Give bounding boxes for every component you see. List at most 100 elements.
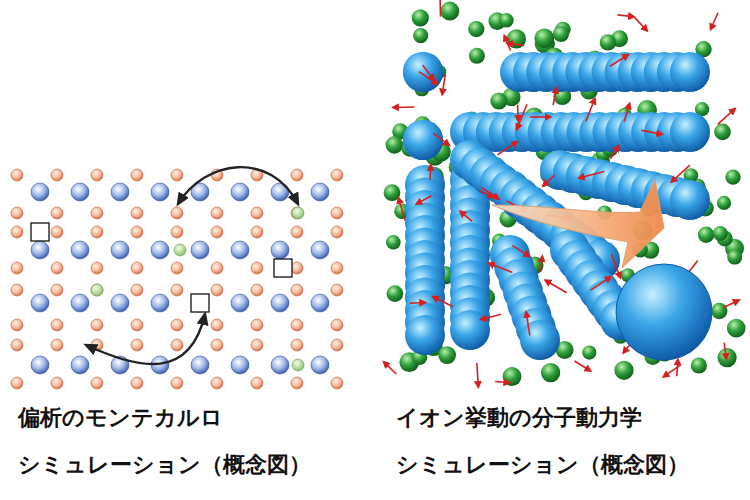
host-atom — [151, 183, 169, 201]
velocity-arrow — [442, 74, 445, 95]
solute-atom — [291, 377, 303, 389]
small-ion — [507, 29, 526, 48]
solute-atom — [91, 262, 103, 274]
solute-atom — [91, 169, 103, 181]
small-ion — [727, 319, 746, 338]
solute-atom — [251, 339, 263, 351]
small-ion — [387, 285, 404, 302]
vacancy — [274, 259, 292, 277]
solute-atom — [11, 207, 23, 219]
solute-atom — [11, 169, 23, 181]
solute-atom — [11, 377, 23, 389]
small-ion — [614, 361, 633, 380]
vacancy — [191, 294, 209, 312]
solute-atom — [291, 169, 303, 181]
velocity-arrow — [545, 280, 567, 292]
solute-atom — [171, 207, 183, 219]
velocity-arrow — [517, 104, 527, 129]
large-ion — [670, 52, 710, 92]
small-ion — [412, 9, 429, 26]
host-atom — [71, 356, 89, 374]
velocity-arrow — [512, 245, 529, 256]
zoom-arrow — [492, 180, 664, 268]
solute-atom — [331, 377, 343, 389]
solute-atom — [91, 319, 103, 331]
host-atom — [71, 183, 89, 201]
velocity-arrow — [429, 165, 431, 180]
host-atom — [191, 241, 209, 259]
solute-atom — [291, 262, 303, 274]
small-ion — [691, 357, 707, 373]
small-ion — [438, 346, 456, 364]
small-ion — [713, 226, 728, 241]
small-ion — [718, 348, 737, 367]
host-atom — [31, 356, 49, 374]
solute-atom — [11, 226, 23, 238]
small-ion — [541, 363, 560, 382]
velocity-arrow — [439, 0, 441, 17]
impurity-atom — [292, 359, 304, 371]
solute-atom — [131, 262, 143, 274]
caption-line: シミュレーション（概念図） — [18, 452, 311, 478]
small-ion — [725, 169, 740, 184]
md-panel — [383, 0, 750, 398]
solute-atom — [171, 339, 183, 351]
solute-atom — [11, 262, 23, 274]
small-ion — [711, 303, 727, 319]
small-ion — [386, 136, 404, 154]
solute-atom — [291, 207, 303, 219]
host-atom — [111, 183, 129, 201]
large-ion — [450, 310, 490, 350]
solute-atom — [171, 226, 183, 238]
solute-atom — [51, 284, 63, 296]
small-ion — [499, 13, 513, 27]
small-ion — [386, 235, 401, 250]
host-atom — [31, 294, 49, 312]
small-ion — [413, 28, 428, 43]
solute-atom — [131, 339, 143, 351]
solute-atom — [51, 169, 63, 181]
host-atom — [191, 294, 209, 312]
solute-atom — [331, 169, 343, 181]
velocity-arrow — [541, 256, 543, 271]
solute-atom — [171, 319, 183, 331]
solute-atom — [291, 284, 303, 296]
large-ion — [403, 120, 443, 160]
small-ion — [553, 26, 569, 42]
velocity-arrow — [479, 191, 493, 197]
solute-atom — [171, 262, 183, 274]
velocity-arrow — [543, 175, 555, 186]
host-atom — [311, 294, 329, 312]
velocity-arrow — [610, 55, 628, 66]
velocity-arrow — [530, 116, 550, 118]
host-atom — [151, 294, 169, 312]
host-atom — [311, 241, 329, 259]
large-ion — [403, 120, 443, 160]
small-ion — [469, 48, 485, 64]
solute-atom — [11, 319, 23, 331]
solute-atom — [171, 377, 183, 389]
large-ion — [403, 52, 443, 92]
solute-atom — [331, 226, 343, 238]
solute-atom — [291, 226, 303, 238]
host-atom — [111, 241, 129, 259]
solute-atom — [251, 284, 263, 296]
solute-atom — [211, 284, 223, 296]
velocity-arrow — [517, 105, 519, 121]
velocity-arrow — [618, 15, 635, 17]
caption-line: イオン挙動の分子動力学 — [396, 405, 642, 431]
host-atom — [271, 294, 289, 312]
host-atom — [311, 183, 329, 201]
velocity-arrow — [416, 196, 431, 204]
solute-atom — [11, 284, 23, 296]
solute-atom — [211, 339, 223, 351]
host-atom — [231, 241, 249, 259]
host-atom — [231, 294, 249, 312]
solute-atom — [131, 319, 143, 331]
velocity-arrow — [579, 172, 604, 179]
solute-atom — [91, 377, 103, 389]
velocity-arrow — [481, 314, 502, 319]
velocity-arrow — [507, 43, 524, 45]
small-ion — [582, 346, 596, 360]
solute-atom — [251, 226, 263, 238]
